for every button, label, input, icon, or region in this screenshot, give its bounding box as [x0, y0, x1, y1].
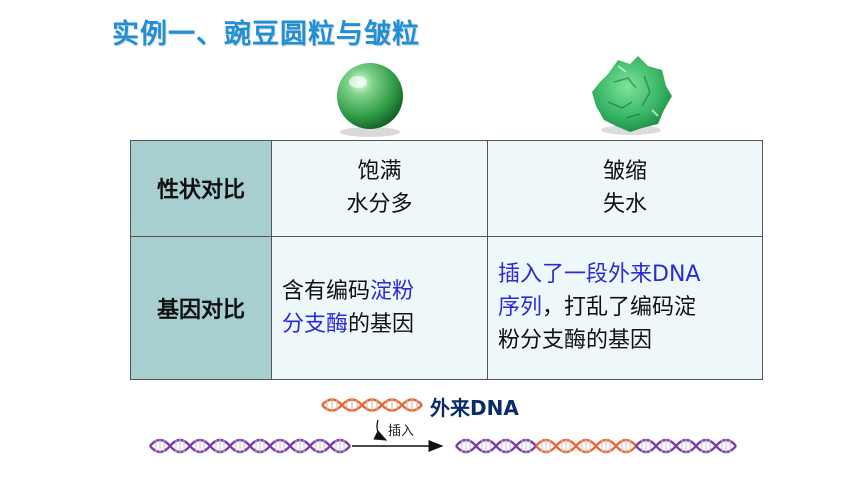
insertion-arrow — [352, 419, 444, 452]
wrinkled-trait-cell: 皱缩 失水 — [487, 140, 763, 237]
round-gene-cell: 含有编码淀粉 分支酶的基因 — [271, 235, 488, 381]
comparison-table: 性状对比 饱满 水分多 皱缩 失水 基因对比 含有编码淀粉 分支酶的基因 插入了… — [130, 140, 763, 381]
highlight-text: 淀粉 — [370, 278, 415, 304]
cell-line: 失水 — [602, 192, 647, 218]
cell-line: 饱满 — [357, 159, 402, 185]
original-dna-strand — [149, 438, 351, 454]
wrinkled-gene-cell: 插入了一段外来DNA 序列，打乱了编码淀 粉分支酶的基因 — [487, 235, 763, 381]
cell-line: 水分多 — [346, 192, 413, 218]
foreign-dna-label: 外来DNA — [430, 396, 519, 420]
row-header-gene: 基因对比 — [130, 235, 272, 381]
table-row: 基因对比 含有编码淀粉 分支酶的基因 插入了一段外来DNA 序列，打乱了编码淀 … — [130, 235, 763, 381]
round-trait-cell: 饱满 水分多 — [271, 140, 488, 237]
page-title: 实例一、豌豆圆粒与皱粒 — [112, 19, 420, 50]
cell-text: ，打乱了编码淀 — [542, 295, 697, 321]
row-header-trait: 性状对比 — [130, 140, 272, 237]
cell-text: 粉分支酶的基因 — [498, 328, 653, 354]
highlight-text: 序列 — [498, 295, 543, 321]
table-row: 性状对比 饱满 水分多 皱缩 失水 — [130, 140, 763, 237]
cell-text: 含有编码 — [282, 278, 371, 304]
wrinkled-pea-image — [592, 56, 672, 135]
cell-text: 的基因 — [348, 311, 415, 337]
foreign-dna-strand — [321, 398, 423, 412]
insert-label: 插入 — [388, 424, 415, 439]
highlight-text: 插入了一段外来DNA — [498, 262, 701, 288]
round-pea-image — [337, 63, 403, 137]
recombinant-dna-strand — [455, 438, 737, 454]
cell-line: 皱缩 — [602, 159, 647, 185]
highlight-text: 分支酶 — [282, 311, 349, 337]
